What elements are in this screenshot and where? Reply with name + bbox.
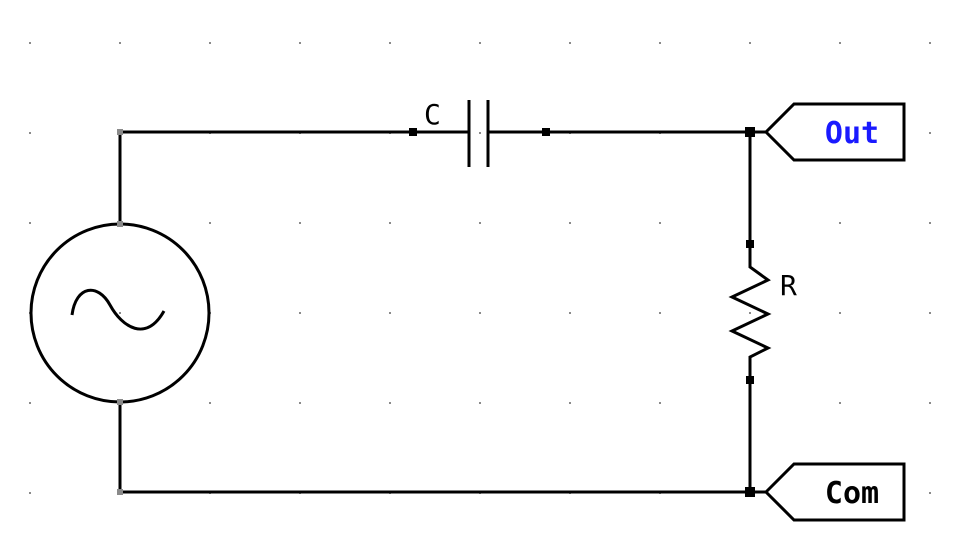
ac-source[interactable]	[29, 129, 211, 495]
grid-dot	[389, 312, 391, 314]
grid-dot	[119, 312, 121, 314]
capacitor[interactable]: C	[409, 98, 550, 167]
capacitor-label: C	[424, 98, 441, 131]
grid-dot	[479, 42, 481, 44]
corner-bottom-left	[117, 489, 123, 495]
grid-dot	[749, 42, 751, 44]
resistor-label: R	[780, 269, 797, 302]
grid-dot	[929, 222, 931, 224]
grid-dot	[299, 222, 301, 224]
grid-dot	[389, 222, 391, 224]
grid-dot	[209, 222, 211, 224]
grid-dot	[929, 492, 931, 494]
grid-dot	[299, 312, 301, 314]
source-pin-bottom	[117, 399, 123, 405]
sine-wave-icon	[70, 288, 166, 331]
grid-dot	[659, 402, 661, 404]
junction-out	[745, 127, 755, 137]
grid-dot	[479, 312, 481, 314]
grid-dot	[299, 42, 301, 44]
grid-dot	[839, 42, 841, 44]
capacitor-pin-left	[409, 128, 417, 136]
port-com-label: Com	[825, 476, 879, 511]
port-out-label: Out	[825, 116, 879, 151]
grid-dot	[119, 42, 121, 44]
resistor-zigzag	[728, 262, 772, 362]
grid-dot	[569, 402, 571, 404]
port-com-flag	[763, 462, 906, 522]
grid-dot	[29, 222, 31, 224]
junction-com	[745, 487, 755, 497]
corner-top-left	[117, 129, 123, 135]
grid-dot	[929, 402, 931, 404]
grid-dot	[29, 132, 31, 134]
grid-dot	[839, 222, 841, 224]
grid-dot	[479, 222, 481, 224]
grid-dot	[839, 402, 841, 404]
grid-dot	[749, 312, 751, 314]
grid-dot	[299, 402, 301, 404]
grid-dot	[569, 222, 571, 224]
resistor-pin-top	[746, 240, 754, 248]
grid-dot	[929, 42, 931, 44]
resistor-pin-bottom	[746, 376, 754, 384]
grid-dot	[659, 42, 661, 44]
grid-dot	[569, 42, 571, 44]
grid-dot	[29, 42, 31, 44]
grid-dot	[569, 312, 571, 314]
grid-dot	[929, 132, 931, 134]
grid-dot	[929, 312, 931, 314]
port-out[interactable]: Out	[763, 102, 906, 162]
grid-dot	[839, 312, 841, 314]
resistor[interactable]: R	[728, 240, 797, 384]
grid-dot	[389, 402, 391, 404]
source-pin-top	[117, 221, 123, 227]
grid-dot	[479, 402, 481, 404]
capacitor-pin-right	[542, 128, 550, 136]
grid-dot	[209, 42, 211, 44]
grid-dot	[29, 492, 31, 494]
grid-dot	[209, 402, 211, 404]
port-com[interactable]: Com	[763, 462, 906, 522]
grid-dot	[659, 312, 661, 314]
grid-dot	[479, 132, 481, 134]
port-out-flag	[763, 102, 906, 162]
grid-dot	[29, 402, 31, 404]
grid-dot	[659, 222, 661, 224]
grid-dot	[389, 42, 391, 44]
